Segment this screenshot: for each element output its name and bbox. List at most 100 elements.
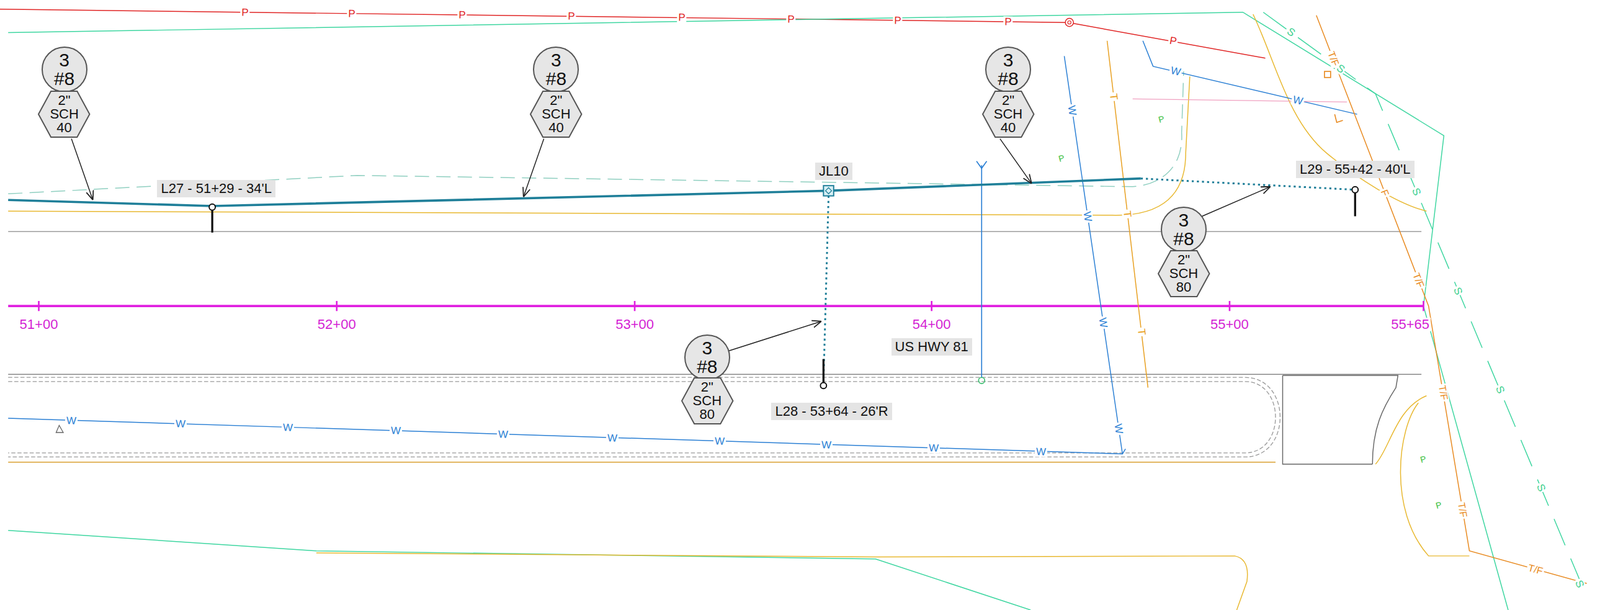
callout-text: 2" SCH 80 bbox=[1169, 253, 1198, 295]
edge-line bbox=[1400, 402, 1470, 556]
power-line-letter: P bbox=[566, 11, 577, 22]
hexagon-shape bbox=[530, 91, 582, 138]
water-line-letter: W bbox=[496, 428, 510, 440]
power-line-letter: P bbox=[893, 14, 904, 26]
light-pole bbox=[1351, 186, 1359, 193]
station-label: 53+00 bbox=[614, 317, 656, 332]
centerline bbox=[8, 304, 1424, 308]
water-service bbox=[980, 165, 983, 378]
conduit-bore bbox=[1140, 178, 1355, 190]
leader-line bbox=[71, 138, 94, 201]
light-pole bbox=[820, 382, 827, 389]
light-pole-arm bbox=[1354, 192, 1357, 217]
parking-outline bbox=[1282, 375, 1398, 465]
fiber-line-letter: T/F bbox=[1526, 562, 1546, 577]
road-name-tag: US HWY 81 bbox=[891, 338, 973, 356]
fiber-line-letter: T/F bbox=[1456, 500, 1470, 520]
callout-text: 2" SCH 40 bbox=[49, 93, 79, 135]
conduit-size-hexagon: 2" SCH 40 bbox=[982, 90, 1035, 138]
callout-text: 2" SCH 40 bbox=[541, 93, 571, 135]
power-line-letter: P bbox=[347, 8, 358, 19]
water-line-letter: W bbox=[1112, 421, 1125, 436]
sewer-line-letter: S bbox=[1572, 576, 1587, 590]
edge-line bbox=[8, 76, 1190, 216]
water-line-letter: W bbox=[1290, 93, 1305, 107]
callout-text: 2" SCH 40 bbox=[993, 93, 1023, 135]
water-line bbox=[1142, 40, 1357, 115]
curb-line bbox=[8, 377, 1280, 457]
survey-mark bbox=[55, 424, 64, 433]
junction-box bbox=[825, 187, 832, 194]
water-line-letter: W bbox=[65, 415, 79, 427]
power-pole bbox=[1065, 18, 1074, 27]
tag-text: US HWY 81 bbox=[895, 339, 969, 355]
lane-line bbox=[8, 230, 1422, 232]
station-label: 51+00 bbox=[18, 317, 60, 332]
telephone-line-letter: T bbox=[1108, 91, 1120, 102]
light-pole-tag: L29 - 55+42 - 40'L bbox=[1296, 160, 1415, 179]
water-line-letter: W bbox=[174, 418, 188, 430]
light-pole-arm bbox=[822, 359, 825, 383]
light-pole-tag: L28 - 53+64 - 26'R bbox=[771, 402, 892, 421]
marker-symbol bbox=[1334, 114, 1343, 123]
plant-symbol-letter: P bbox=[1055, 152, 1067, 164]
callout-text: 3 #8 bbox=[545, 50, 567, 89]
callout-text: 3 #8 bbox=[1173, 210, 1194, 249]
water-line-letter: W bbox=[1096, 315, 1110, 330]
tag-text: L28 - 53+64 - 26'R bbox=[774, 403, 888, 419]
sewer-line-letter: S bbox=[1493, 383, 1507, 397]
callout-text: 3 #8 bbox=[997, 50, 1019, 89]
callout-text: 3 #8 bbox=[53, 50, 75, 89]
power-line bbox=[1073, 23, 1265, 59]
water-line-letter: W bbox=[606, 432, 620, 444]
plant-symbol-letter: P bbox=[1418, 454, 1429, 465]
power-line-letter: P bbox=[1167, 35, 1179, 48]
hexagon-shape bbox=[982, 91, 1034, 138]
power-line-letter: P bbox=[240, 6, 251, 18]
power-line-letter: P bbox=[786, 13, 796, 25]
leader-line bbox=[1000, 138, 1032, 184]
fiber-line bbox=[1316, 15, 1587, 584]
water-line bbox=[8, 418, 1126, 455]
conductor-count-circle: 3 #8 bbox=[532, 46, 579, 93]
valve-symbol bbox=[978, 377, 985, 384]
hexagon-shape bbox=[38, 91, 90, 138]
power-pole bbox=[1067, 21, 1071, 25]
water-line-letter: W bbox=[1081, 209, 1095, 224]
conduit-size-hexagon: 2" SCH 80 bbox=[1157, 250, 1210, 298]
plant-symbol-letter: P bbox=[1433, 500, 1445, 511]
conduit-size-hexagon: 2" SCH 40 bbox=[37, 90, 90, 138]
conductor-count-circle: 3 #8 bbox=[1160, 206, 1207, 253]
conduit-size-hexagon: 2" SCH 80 bbox=[681, 377, 734, 425]
light-pole-arm bbox=[210, 210, 213, 233]
station-label: 55+00 bbox=[1209, 317, 1251, 332]
leader-line bbox=[728, 321, 822, 352]
conduit-size-hexagon: 2" SCH 40 bbox=[529, 90, 582, 138]
pedestal-symbol bbox=[1324, 71, 1331, 78]
water-line-letter: W bbox=[1065, 103, 1079, 118]
water-line-letter: W bbox=[389, 425, 403, 437]
water-symbol bbox=[976, 161, 987, 169]
station-label: 52+00 bbox=[316, 317, 358, 332]
junction-box bbox=[823, 185, 834, 196]
power-line-letter: P bbox=[1003, 16, 1014, 27]
sewer-line bbox=[1263, 12, 1587, 597]
property-line bbox=[1132, 98, 1347, 102]
conduit-run bbox=[8, 178, 1141, 206]
junction-box-tag: JL10 bbox=[815, 162, 853, 180]
water-line-letter: W bbox=[712, 435, 726, 447]
station-label: 55+65 bbox=[1389, 317, 1431, 332]
telephone-line-letter: T bbox=[1121, 209, 1134, 219]
leader-line bbox=[1202, 186, 1271, 217]
fiber-line-letter: T/F bbox=[1436, 383, 1450, 403]
right-of-way-line bbox=[8, 12, 1509, 610]
station-tick bbox=[39, 300, 1424, 311]
sewer-line-letter: S bbox=[1534, 481, 1548, 495]
conductor-count-circle: 3 #8 bbox=[985, 46, 1032, 93]
plant-symbol-letter: P bbox=[1155, 114, 1167, 125]
tag-text: L27 - 51+29 - 34'L bbox=[160, 181, 272, 197]
right-of-way-line bbox=[8, 530, 1031, 610]
tag-text: JL10 bbox=[818, 163, 849, 179]
curb-line bbox=[8, 381, 1276, 453]
water-line-letter: W bbox=[1034, 446, 1048, 458]
